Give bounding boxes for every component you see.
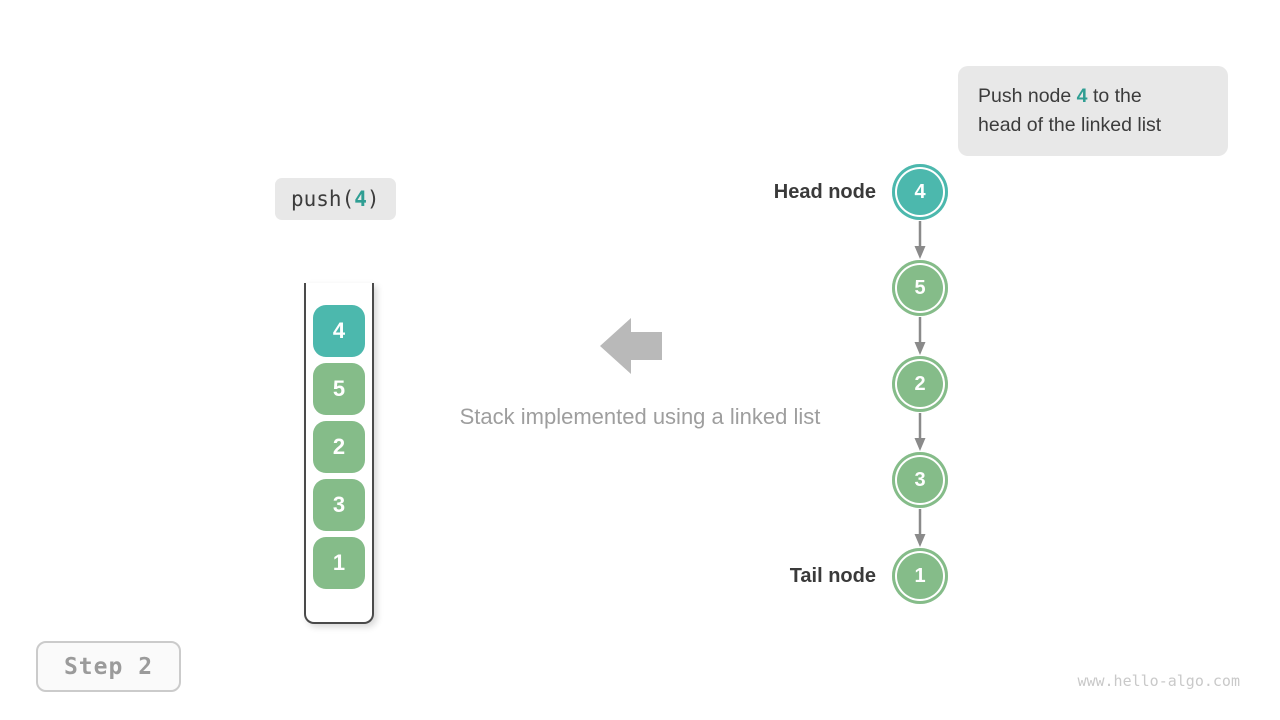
callout-box: Push node 4 to the head of the linked li… <box>958 66 1228 156</box>
stack-item-label: 4 <box>332 318 346 343</box>
stack-item-label: 3 <box>332 492 346 517</box>
head-node-label: Head node <box>773 181 876 203</box>
caption-text: Stack implemented using a linked list <box>459 404 821 429</box>
operation-prefix: push( <box>291 187 355 211</box>
list-node-label: 3 <box>914 468 926 491</box>
operation-value: 4 <box>354 187 367 211</box>
step-badge: Step 2 <box>36 641 181 692</box>
stack-item: 5 <box>313 363 365 415</box>
stack-item-label: 2 <box>332 434 346 459</box>
list-node: 5 <box>892 260 948 316</box>
down-arrow-icon <box>914 509 926 547</box>
operation-box: push(4) <box>275 178 396 220</box>
list-node: 4 <box>892 164 948 220</box>
stack-item: 3 <box>313 479 365 531</box>
list-node-label: 5 <box>914 276 926 299</box>
callout-value: 4 <box>1076 85 1088 107</box>
down-arrow-icon <box>914 317 926 355</box>
stack-item: 2 <box>313 421 365 473</box>
stack-container: 4 5 2 3 1 <box>304 283 374 624</box>
list-node: 3 <box>892 452 948 508</box>
down-arrow-icon <box>914 221 926 259</box>
step-label: Step 2 <box>63 653 154 680</box>
down-arrow-icon <box>914 413 926 451</box>
stack-item: 1 <box>313 537 365 589</box>
stack-item-label: 1 <box>332 550 346 575</box>
watermark-text: www.hello-algo.com <box>1077 672 1240 690</box>
list-node: 1 <box>892 548 948 604</box>
operation-suffix: ) <box>366 187 380 211</box>
list-node-label: 2 <box>914 372 926 395</box>
callout-text-line1-prefix: Push node <box>978 85 1077 107</box>
tail-node-label: Tail node <box>789 565 876 587</box>
callout-text-line2: head of the linked list <box>978 114 1162 136</box>
list-node-label: 4 <box>914 180 926 203</box>
stack-item: 4 <box>313 305 365 357</box>
stack-item-label: 5 <box>332 376 346 401</box>
list-node: 2 <box>892 356 948 412</box>
callout-text-line1-suffix: to the <box>1087 85 1142 107</box>
list-node-label: 1 <box>914 564 926 587</box>
left-arrow-icon <box>600 318 662 374</box>
